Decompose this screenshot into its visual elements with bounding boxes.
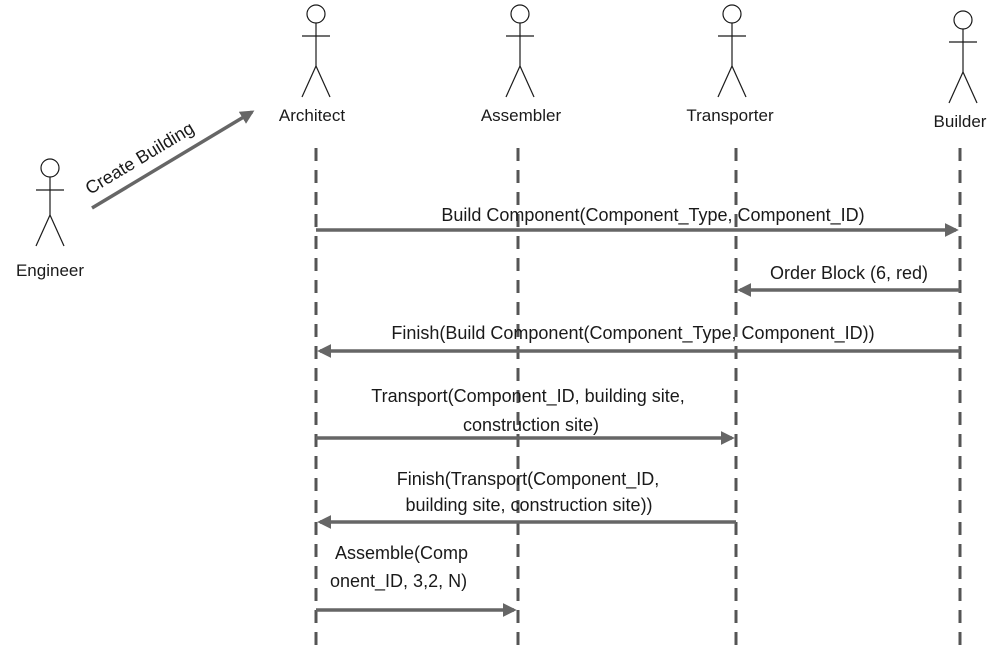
actor-engineer: Engineer bbox=[16, 158, 84, 280]
message-label: Finish(Build Component(Component_Type, C… bbox=[391, 323, 874, 344]
message-finish-transport: Finish(Transport(Component_ID, building … bbox=[317, 469, 736, 529]
trigger-label: Create Building bbox=[82, 118, 198, 199]
trigger-arrow bbox=[91, 110, 255, 210]
assembler-label: Assembler bbox=[481, 106, 562, 125]
message-assemble: Assemble(Comp onent_ID, 3,2, N) bbox=[316, 543, 517, 617]
message-label: Build Component(Component_Type, Componen… bbox=[441, 205, 864, 226]
architect-figure bbox=[301, 4, 331, 98]
actor-assembler: Assembler bbox=[481, 4, 562, 650]
builder-label: Builder bbox=[934, 112, 987, 131]
message-order-block: Order Block (6, red) bbox=[737, 263, 960, 297]
message-finish-build-component: Finish(Build Component(Component_Type, C… bbox=[317, 323, 960, 358]
message-transport: Transport(Component_ID, building site, c… bbox=[316, 386, 735, 445]
actor-architect: Architect bbox=[279, 4, 345, 650]
architect-label: Architect bbox=[279, 106, 345, 125]
assembler-figure bbox=[505, 4, 535, 98]
message-label-line-2: building site, construction site)) bbox=[405, 495, 652, 515]
message-label-line-2: construction site) bbox=[463, 415, 599, 435]
message-build-component: Build Component(Component_Type, Componen… bbox=[316, 205, 959, 237]
transporter-label: Transporter bbox=[686, 106, 774, 125]
message-label-line-1: Transport(Component_ID, building site, bbox=[371, 386, 685, 407]
engineer-figure bbox=[35, 158, 65, 247]
actor-transporter: Transporter bbox=[686, 4, 774, 650]
message-label-line-2: onent_ID, 3,2, N) bbox=[330, 571, 467, 592]
transporter-figure bbox=[717, 4, 747, 98]
builder-figure bbox=[948, 10, 978, 104]
engineer-label: Engineer bbox=[16, 261, 84, 280]
message-label: Order Block (6, red) bbox=[770, 263, 928, 283]
message-label-line-1: Finish(Transport(Component_ID, bbox=[397, 469, 659, 490]
message-label-line-1: Assemble(Comp bbox=[335, 543, 468, 563]
trigger-message: Create Building bbox=[82, 110, 255, 210]
actor-builder: Builder bbox=[934, 10, 987, 650]
